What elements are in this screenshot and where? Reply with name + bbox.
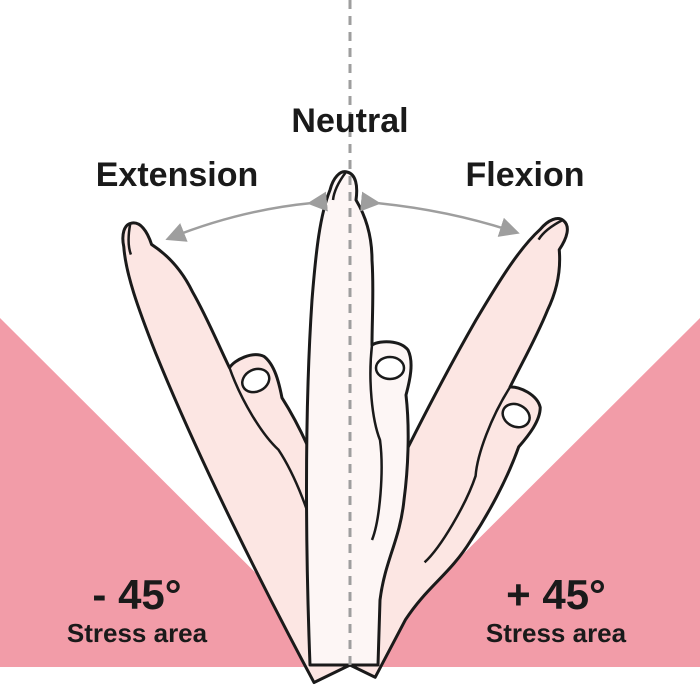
flexion-label: Flexion <box>465 156 585 194</box>
left-stress-caption: Stress area <box>66 618 208 648</box>
right-angle-label: + 45° <box>506 571 606 618</box>
extension-arrow <box>165 191 328 242</box>
left-angle-label: - 45° <box>92 571 182 618</box>
flexion-arrow <box>360 191 520 237</box>
right-stress-caption: Stress area <box>485 618 627 648</box>
neutral-label: Neutral <box>291 102 409 140</box>
extension-label: Extension <box>95 156 259 194</box>
